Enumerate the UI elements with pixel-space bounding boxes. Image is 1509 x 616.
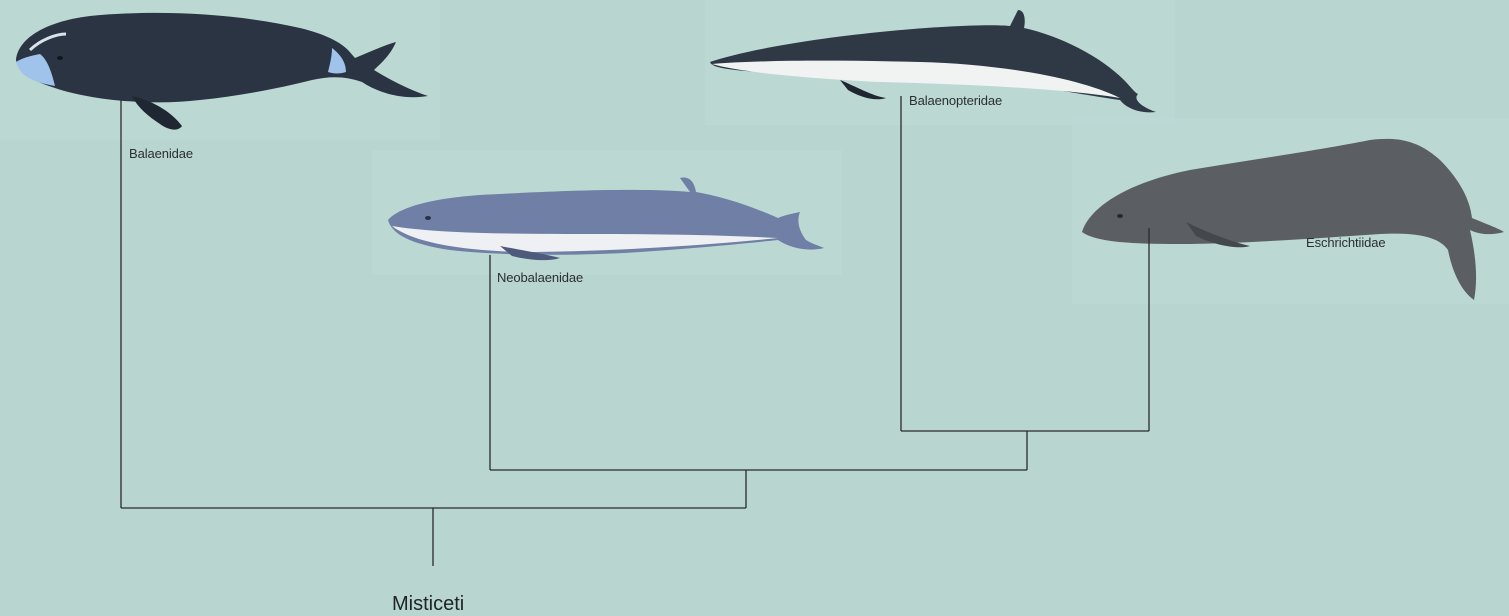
neobalaenidae-label: Neobalaenidae bbox=[497, 270, 583, 285]
eschrichtiidae-label: Eschrichtiidae bbox=[1306, 235, 1386, 250]
balaenidae-label: Balaenidae bbox=[129, 146, 193, 161]
balaenopteridae-label: Balaenopteridae bbox=[909, 93, 1002, 108]
root-label: Misticeti bbox=[392, 593, 464, 616]
